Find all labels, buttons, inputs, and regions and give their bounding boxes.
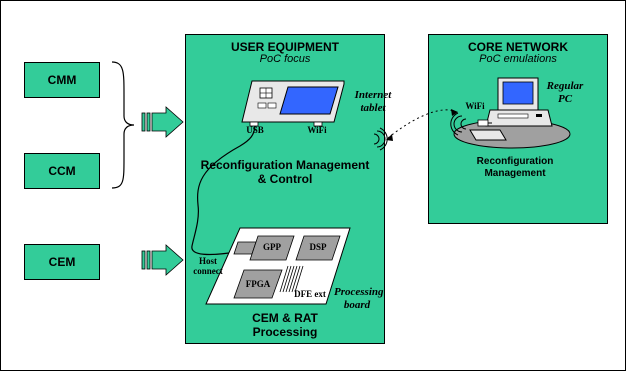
ccm-box: CCM bbox=[24, 153, 100, 189]
processing-board-label: Processing board bbox=[334, 286, 384, 311]
core-reconfig-label: Reconfiguration Management bbox=[476, 156, 554, 179]
arrow-upper bbox=[141, 106, 184, 138]
core-network-subtitle: PoC emulations bbox=[479, 53, 557, 65]
dfe-label: DFE ext bbox=[294, 289, 326, 299]
tablet-wifi-waves-icon bbox=[373, 127, 388, 151]
user-equipment-title: USER EQUIPMENT bbox=[230, 40, 339, 54]
dsp-chip bbox=[295, 235, 341, 261]
usb-cable bbox=[191, 123, 256, 256]
wireless-link bbox=[387, 109, 457, 139]
tablet-label: Internet tablet bbox=[354, 89, 392, 114]
pc-wifi-waves-icon bbox=[450, 112, 467, 136]
wifi-port-icon bbox=[313, 121, 323, 127]
dfe-connector bbox=[279, 265, 304, 293]
cem-rat-label: CEM & RAT Processing bbox=[252, 311, 318, 339]
reconfig-control-label: Reconfiguration Management & Control bbox=[200, 158, 370, 186]
bracket-cmm-ccm bbox=[111, 61, 135, 189]
ccm-label: CCM bbox=[48, 164, 76, 178]
cmm-label: CMM bbox=[47, 73, 77, 87]
fpga-label: FPGA bbox=[245, 279, 271, 289]
cem-box: CEM bbox=[24, 244, 100, 280]
gpp-label: GPP bbox=[263, 242, 281, 252]
host-connect-label: Host connect bbox=[193, 256, 223, 276]
pc-wifi-label: WiFi bbox=[465, 101, 485, 111]
arrow-lower bbox=[141, 244, 184, 276]
tablet-icon bbox=[241, 80, 345, 127]
dsp-label: DSP bbox=[309, 242, 327, 252]
pc-label: Regular PC bbox=[546, 80, 584, 105]
gpp-chip bbox=[249, 235, 295, 261]
cmm-box: CMM bbox=[24, 62, 100, 98]
core-network-title: CORE NETWORK bbox=[468, 40, 568, 54]
processing-board-icon bbox=[205, 227, 351, 305]
fpga-chip bbox=[233, 269, 283, 299]
cem-label: CEM bbox=[48, 255, 76, 269]
user-equipment-subtitle: PoC focus bbox=[259, 53, 311, 65]
usb-label: USB bbox=[246, 125, 264, 135]
tablet-wifi-label: WiFi bbox=[307, 125, 327, 135]
usb-port-icon bbox=[249, 121, 259, 127]
pc-icon bbox=[453, 77, 571, 149]
